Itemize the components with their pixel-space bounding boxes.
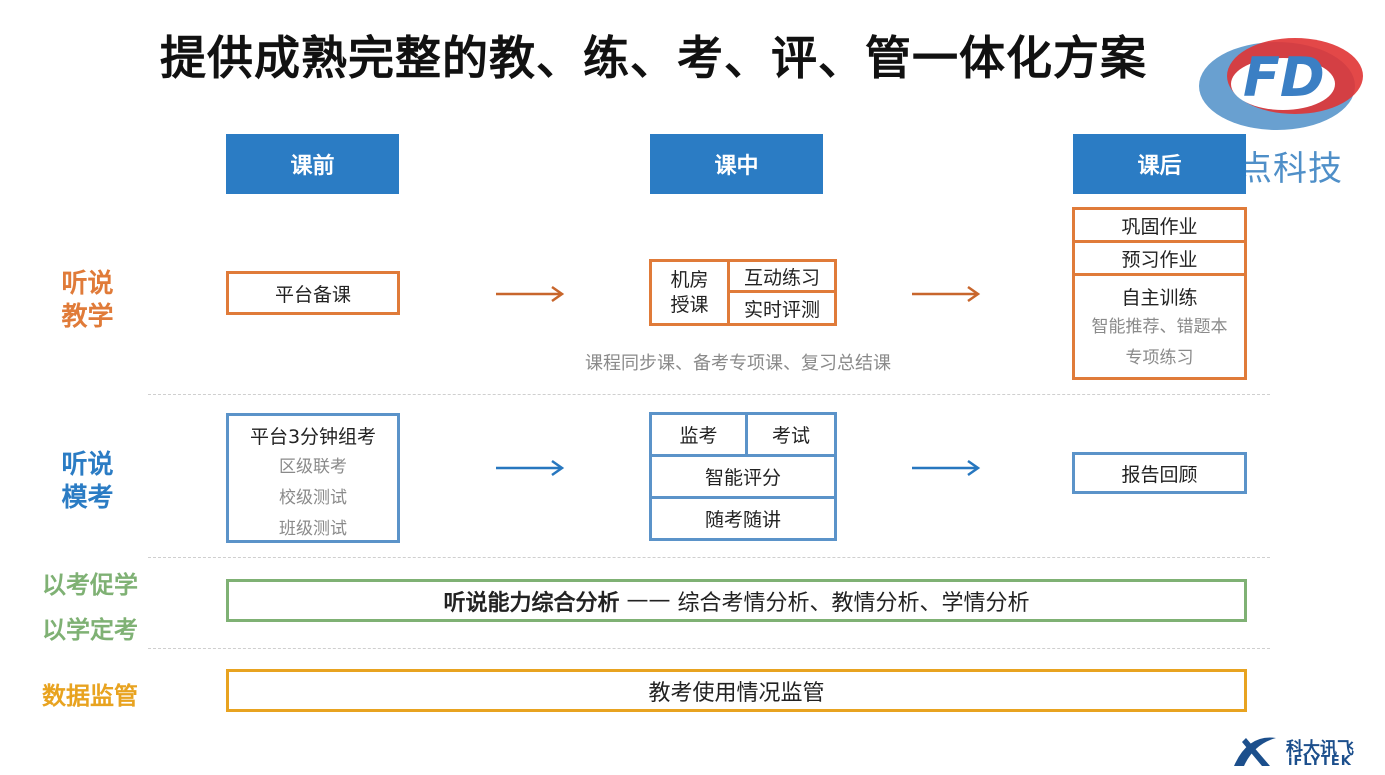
row-label-mock: 听说 模考	[40, 449, 135, 515]
fd-logo-letters: FD	[1243, 46, 1325, 109]
interactive-practice-cell: 互动练习	[730, 262, 834, 293]
analysis-dash: ——	[619, 588, 678, 613]
preview-homework-cell: 预习作业	[1075, 243, 1244, 276]
iflytek-logo: 科大讯飞 iFLYTEK	[1230, 732, 1380, 772]
platform-exam-title: 平台3分钟组考	[249, 426, 377, 448]
phase-after-header: 课后	[1073, 134, 1246, 194]
lab-teaching-line1: 机房	[670, 268, 709, 291]
mock-item-class: 班级测试	[279, 519, 347, 539]
row-label-teaching: 听说 教学	[40, 268, 135, 334]
lab-teaching-line2: 授课	[670, 293, 709, 316]
page-title: 提供成熟完整的教、练、考、评、管一体化方案	[160, 31, 1147, 85]
phase-during-header: 课中	[650, 134, 823, 194]
smart-scoring-cell: 智能评分	[652, 457, 834, 499]
self-training-title: 自主训练	[1121, 287, 1198, 309]
consolidate-homework-cell: 巩固作业	[1075, 210, 1244, 243]
fd-logo: FD 沸点科技	[1195, 28, 1365, 189]
mock-item-district: 区级联考	[279, 457, 347, 477]
iflytek-logo-cn: 科大讯飞	[1286, 739, 1354, 759]
row-label-promote-line2: 以学定考	[42, 616, 138, 644]
courses-caption: 课程同步课、备考专项课、复习总结课	[585, 353, 891, 374]
row-label-monitor: 数据监管	[42, 682, 138, 710]
arrow-right-icon	[912, 284, 982, 304]
report-review-box: 报告回顾	[1072, 452, 1247, 494]
self-training-sub2: 专项练习	[1125, 348, 1194, 368]
monitor-box: 教考使用情况监管	[226, 669, 1247, 712]
self-training-sub1: 智能推荐、错题本	[1091, 317, 1228, 337]
row-label-teaching-line2: 教学	[61, 302, 114, 332]
row-label-promote-line1: 以考促学	[42, 571, 138, 599]
analysis-box: 听说能力综合分析 —— 综合考情分析、教情分析、学情分析	[226, 579, 1247, 622]
row-label-promote: 以考促学 以学定考	[30, 563, 150, 653]
analysis-rest: 综合考情分析、教情分析、学情分析	[677, 590, 1030, 616]
arrow-right-icon	[496, 284, 566, 304]
platform-prep-box: 平台备课	[226, 271, 400, 315]
separator-1	[148, 394, 1270, 395]
row-label-teaching-line1: 听说	[61, 269, 114, 299]
row-label-mock-line1: 听说	[61, 450, 114, 480]
proctor-cell: 监考	[652, 415, 748, 457]
separator-3	[148, 648, 1270, 649]
lab-teaching-cell: 机房 授课	[652, 262, 730, 323]
iflytek-logo-icon	[1234, 737, 1276, 766]
realtime-eval-cell: 实时评测	[743, 298, 820, 321]
platform-exam-group: 平台3分钟组考 区级联考 校级测试 班级测试	[226, 413, 400, 543]
lab-teaching-group: 机房 授课 互动练习 实时评测	[649, 259, 837, 326]
exam-process-group: 监考 考试 智能评分 随考随讲	[649, 412, 837, 541]
analysis-bold: 听说能力综合分析	[443, 590, 620, 616]
row-label-mock-line2: 模考	[61, 483, 114, 513]
arrow-right-icon	[496, 458, 566, 478]
after-class-group: 巩固作业 预习作业 自主训练 智能推荐、错题本 专项练习	[1072, 207, 1247, 380]
exam-cell: 考试	[748, 415, 834, 457]
phase-before-header: 课前	[226, 134, 399, 194]
iflytek-logo-en: iFLYTEK	[1288, 754, 1352, 769]
self-training-cell: 自主训练 智能推荐、错题本 专项练习	[1075, 276, 1244, 377]
arrow-right-icon	[912, 458, 982, 478]
separator-2	[148, 557, 1270, 558]
fd-logo-icon	[1199, 38, 1363, 130]
lecture-cell: 随考随讲	[704, 509, 781, 531]
mock-item-school: 校级测试	[279, 488, 347, 508]
